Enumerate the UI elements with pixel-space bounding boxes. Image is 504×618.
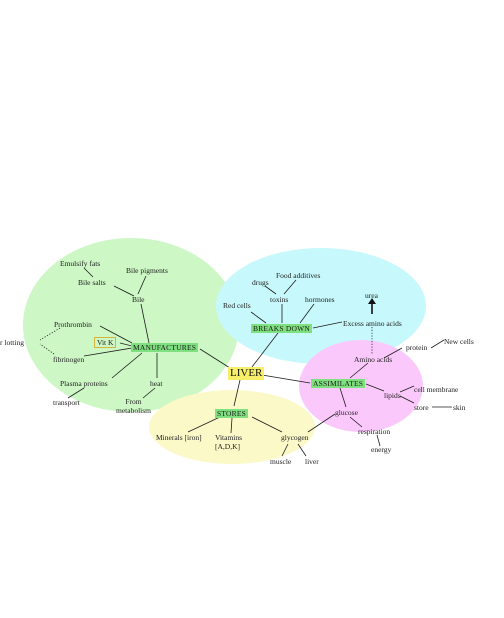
- link-stores-vitamins: [230, 417, 233, 434]
- node-excess-amino-acids: Excess amino acids: [343, 319, 402, 328]
- stores-region: [149, 390, 315, 464]
- node-fibrinogen: fibrinogen: [53, 355, 85, 364]
- center-node-liver: LIVER: [228, 367, 265, 380]
- node-from-metabolism: From metabolism: [116, 397, 151, 415]
- link-center-manufactures: [199, 348, 231, 369]
- link-respiration-energy: [376, 434, 381, 447]
- link-bilesalts-bile: [113, 285, 135, 297]
- node-energy: energy: [371, 445, 392, 454]
- link-lipids-store: [399, 395, 415, 404]
- link-center-stores: [233, 379, 241, 407]
- node-red-cells: Red cells: [223, 301, 251, 310]
- link-foodadditives-toxins: [283, 279, 297, 295]
- link-center-assimilates: [261, 374, 311, 384]
- node-glucose: glucose: [335, 408, 358, 417]
- node-minerals: Minerals [iron]: [156, 433, 202, 442]
- node-bile-pigments: Bile pigments: [126, 266, 168, 275]
- hub-breaks-down: BREAKS DOWN: [251, 324, 312, 333]
- node-muscle: muscle: [270, 457, 292, 466]
- link-stores-minerals: [187, 416, 221, 433]
- link-glycogen-liver: [297, 443, 307, 457]
- link-aminoacids-protein: [383, 347, 403, 359]
- manufactures-region: [23, 238, 239, 412]
- link-assimilates-aminoacids: [349, 362, 369, 379]
- link-assimilates-lipids: [365, 383, 385, 392]
- node-hormones: hormones: [305, 295, 335, 304]
- node-respiration: respiration: [358, 427, 391, 436]
- node-transport: transport: [53, 398, 80, 407]
- link-prothrombin-manufactures: [99, 325, 133, 344]
- node-protein: protein: [406, 343, 428, 352]
- node-new-cells: New cells: [444, 337, 474, 346]
- link-assimilates-glucose: [339, 387, 347, 408]
- node-drugs: drugs: [252, 278, 269, 287]
- node-vitamins: Vitamins [A,D,K]: [215, 433, 243, 451]
- link-plasma-transport: [67, 387, 85, 399]
- hub-assimilates: ASSIMILATES: [311, 379, 366, 388]
- node-emulsify-fats: Emulsify fats: [60, 259, 101, 268]
- link-breaksdown-excess: [312, 321, 343, 329]
- node-vit-k: Vit K: [94, 337, 117, 348]
- node-liver: liver: [305, 457, 319, 466]
- link-protein-newcells: [430, 339, 445, 349]
- urea-arrow-icon: [368, 298, 376, 304]
- hub-manufactures: MANUFACTURES: [131, 343, 199, 352]
- link-redcells-breaksdown: [250, 311, 267, 324]
- hub-stores: STORES: [215, 409, 248, 418]
- link-emulsify-bilesalts: [83, 267, 94, 278]
- link-glucose-respiration: [349, 416, 363, 428]
- link-glucose-glycogen: [307, 413, 336, 433]
- node-skin: skin: [453, 403, 466, 412]
- link-heat-metabolism: [142, 387, 156, 399]
- link-center-breaks-down: [251, 332, 279, 368]
- node-bile-salts: Bile salts: [78, 278, 106, 287]
- node-amino-acids: Amino acids: [354, 355, 393, 364]
- node-store: store: [414, 403, 429, 412]
- node-glycogen: glycogen: [281, 433, 309, 442]
- node-urea: urea: [365, 291, 378, 300]
- link-bile-manufactures: [140, 303, 150, 344]
- node-toxins: toxins: [270, 295, 289, 304]
- node-bile: Bile: [132, 295, 145, 304]
- link-stores-glycogen: [251, 416, 283, 433]
- link-glycogen-muscle: [281, 443, 289, 457]
- node-cell-membrane: cell membrane: [414, 385, 459, 394]
- link-fibrinogen-manufactures: [83, 347, 133, 357]
- node-food-additives: Food additives: [276, 271, 321, 280]
- link-bilepigments-bile: [137, 275, 147, 295]
- link-hormones-breaksdown: [299, 303, 315, 324]
- link-vitk-manufactures: [119, 342, 133, 347]
- node-lipids: lipids: [384, 391, 401, 400]
- node-blood-clotting: r lotting: [0, 338, 24, 347]
- breaks-down-region: [216, 248, 426, 364]
- link-plasma-manufactures: [111, 352, 143, 379]
- link-prothrombin-clotting: [39, 327, 61, 341]
- node-plasma-proteins: Plasma proteins: [60, 379, 108, 388]
- link-fibrinogen-clotting: [39, 343, 55, 355]
- link-lipids-cellmembrane: [399, 385, 415, 393]
- node-heat: heat: [150, 379, 163, 388]
- node-prothrombin: Prothrombin: [54, 320, 92, 329]
- link-drugs-toxins: [264, 285, 277, 295]
